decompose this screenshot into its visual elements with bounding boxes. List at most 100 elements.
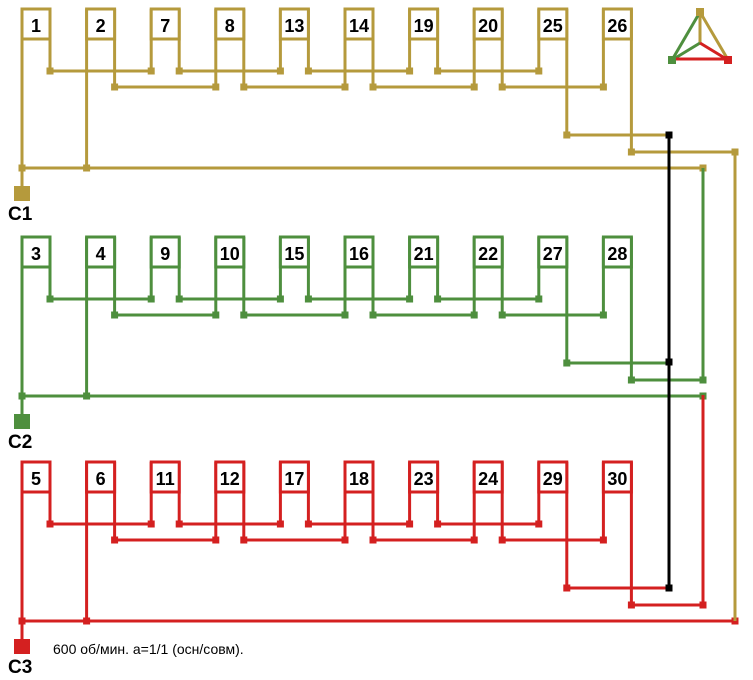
junction-dot	[46, 295, 54, 303]
coil-label: 4	[96, 244, 106, 264]
terminal-c3	[14, 639, 30, 654]
junction-dot	[304, 67, 312, 75]
star-icon-line	[698, 11, 729, 59]
coil-label: 5	[31, 469, 41, 489]
junction-dot	[304, 295, 312, 303]
coil-box	[214, 7, 246, 41]
junction-dot	[111, 311, 119, 319]
junction-dot	[498, 83, 506, 91]
terminal-label-c1: C1	[8, 204, 33, 225]
coil-box	[20, 460, 52, 494]
coil-box	[537, 460, 569, 494]
coil-label: 18	[349, 469, 369, 489]
junction-dot	[665, 131, 673, 139]
coil-box	[85, 235, 117, 269]
coil-label: 15	[284, 244, 304, 264]
junction-dot	[627, 376, 635, 384]
junction-dot	[498, 311, 506, 319]
coil-label: 12	[220, 469, 240, 489]
wires	[14, 7, 739, 654]
coil-box	[149, 235, 181, 269]
junction-dot	[46, 67, 54, 75]
coil-label: 16	[349, 244, 369, 264]
junction-dot	[563, 359, 571, 367]
star-icon-node	[668, 56, 676, 64]
junction-dot	[369, 311, 377, 319]
coil-box	[343, 235, 375, 269]
junction-dot	[83, 392, 91, 400]
junction-dot	[175, 67, 183, 75]
coil-label: 3	[31, 244, 41, 264]
junction-dot	[665, 584, 673, 592]
star-icon-node	[696, 8, 704, 16]
coil-label: 11	[156, 469, 175, 489]
coil-label: 1	[31, 16, 41, 36]
coil-box	[408, 7, 440, 41]
coil-label: 9	[160, 244, 170, 264]
terminal-label-c2: C2	[8, 432, 32, 453]
coil-box	[343, 460, 375, 494]
coil-label: 6	[96, 469, 106, 489]
star-icon-node	[724, 56, 732, 64]
junction-dot	[83, 617, 91, 625]
coil-label: 20	[478, 16, 498, 36]
coil-label: 28	[607, 244, 627, 264]
terminal-label-c3: C3	[8, 657, 32, 678]
junction-dot	[699, 376, 707, 384]
coil-label: 21	[414, 244, 434, 264]
coil-label: 23	[414, 469, 434, 489]
junction-dot	[46, 520, 54, 528]
junction-dot	[175, 520, 183, 528]
coil-box	[278, 235, 310, 269]
junction-dot	[369, 83, 377, 91]
star-icon-line	[670, 11, 702, 61]
coil-box	[214, 235, 246, 269]
junction-dot	[369, 536, 377, 544]
star-icon-line	[671, 41, 701, 62]
coil-box	[537, 7, 569, 41]
coil-label: 29	[543, 469, 563, 489]
coil-label: 27	[543, 244, 563, 264]
junction-dot	[498, 536, 506, 544]
junction-dot	[83, 164, 91, 172]
coil-box	[408, 460, 440, 494]
junction-dot	[240, 536, 248, 544]
star-connection-icon	[668, 8, 732, 64]
junction-dot	[434, 295, 442, 303]
coil-box	[85, 7, 117, 41]
coil-label: 10	[220, 244, 240, 264]
coil-box	[85, 460, 117, 494]
junction-dot	[699, 601, 707, 609]
coil-label: 8	[225, 16, 235, 36]
junction-dot	[563, 584, 571, 592]
coil-box	[601, 7, 633, 41]
coil-box	[537, 235, 569, 269]
coil-box	[149, 460, 181, 494]
coil-box	[472, 7, 504, 41]
coil-label: 26	[607, 16, 627, 36]
coil-label: 13	[284, 16, 304, 36]
junction-dot	[563, 131, 571, 139]
coil-label: 30	[607, 469, 627, 489]
coil-box	[149, 7, 181, 41]
junction-dot	[627, 148, 635, 156]
coil-label: 19	[414, 16, 434, 36]
junction-dot	[434, 67, 442, 75]
coil-label: 17	[284, 469, 304, 489]
coil-box	[601, 460, 633, 494]
junction-dot	[627, 601, 635, 609]
coil-box	[278, 7, 310, 41]
speed-note: 600 об/мин. a=1/1 (осн/совм).	[53, 641, 244, 657]
coil-box	[472, 460, 504, 494]
junction-dot	[111, 536, 119, 544]
terminal-c1	[14, 186, 30, 201]
coil-label: 14	[349, 16, 369, 36]
coil-label: 2	[96, 16, 106, 36]
coil-box	[601, 235, 633, 269]
coil-box	[20, 235, 52, 269]
junction-dot	[111, 83, 119, 91]
coil-box	[278, 460, 310, 494]
junction-dot	[304, 520, 312, 528]
coil-box	[472, 235, 504, 269]
